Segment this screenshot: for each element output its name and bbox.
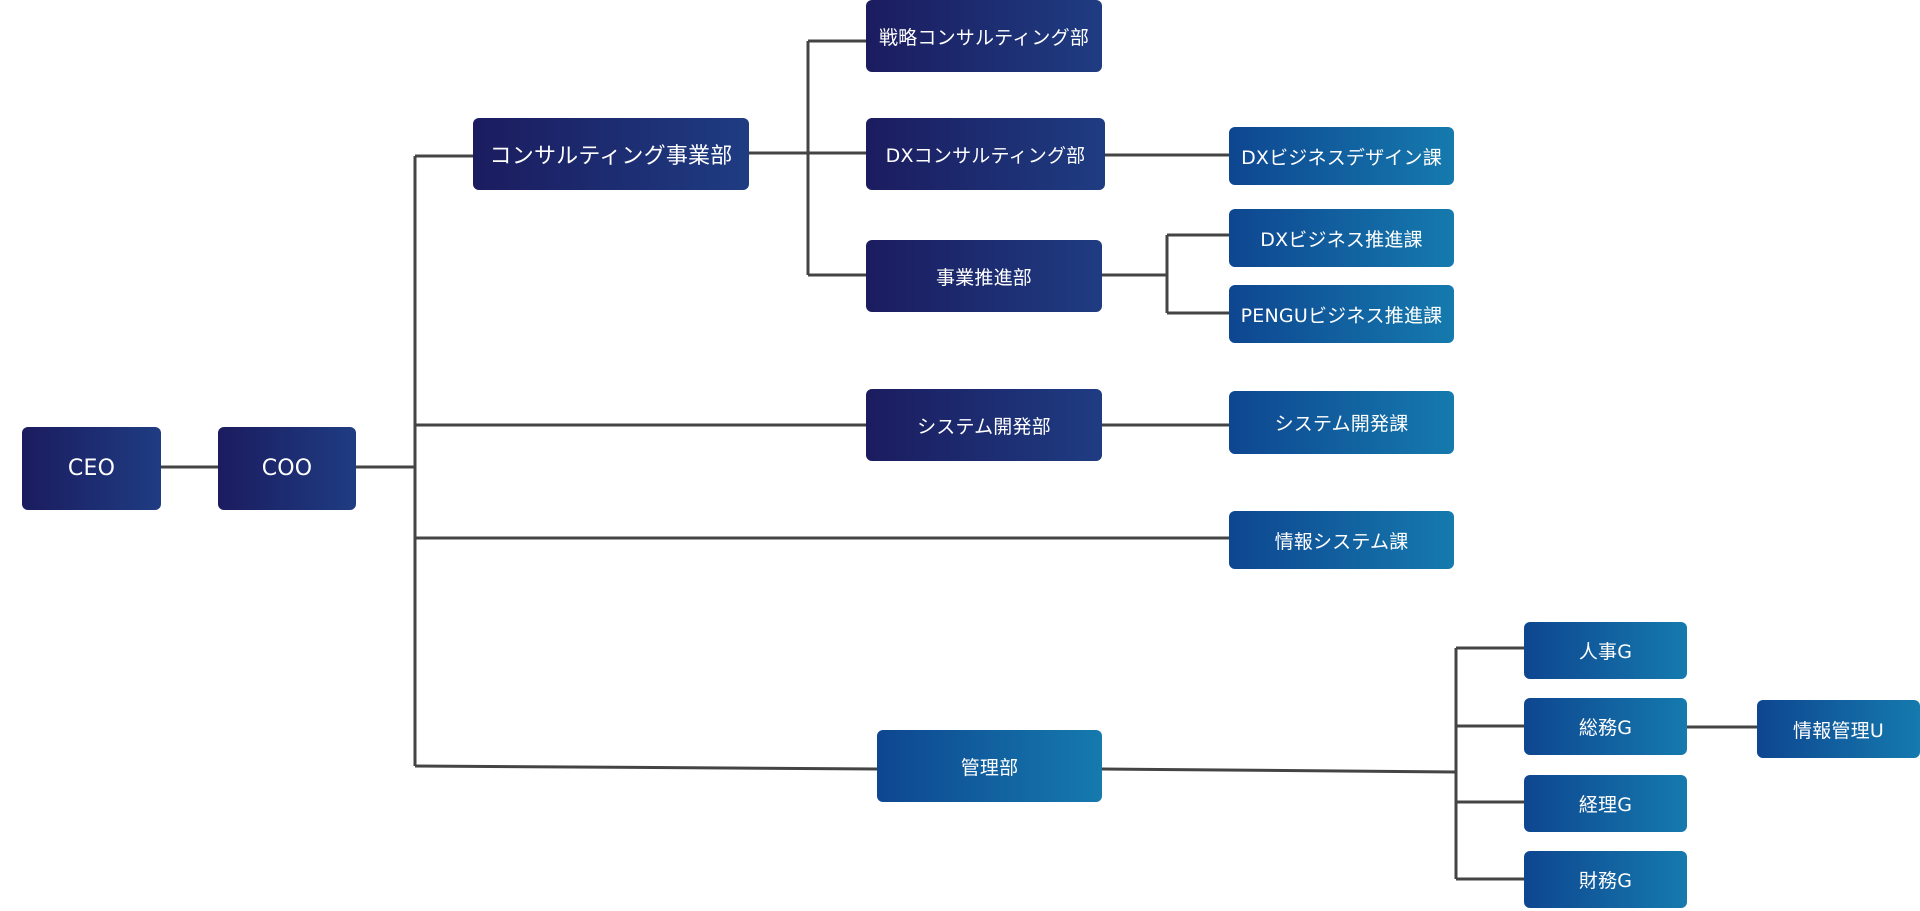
node-system-development-section-label: システム開発課 xyxy=(1274,413,1409,435)
node-information-system-section-label: 情報システム課 xyxy=(1274,530,1409,553)
connector-admin-branch xyxy=(1101,767,1457,774)
node-dx-consulting: DXコンサルティング部 xyxy=(866,118,1105,190)
node-hr-group: 人事G xyxy=(1524,622,1687,679)
node-dx-business-promotion-label: DXビジネス推進課 xyxy=(1260,228,1423,251)
node-finance-group: 財務G xyxy=(1524,851,1687,908)
node-dx-business-design-label: DXビジネスデザイン課 xyxy=(1241,146,1442,169)
node-hr-group-label: 人事G xyxy=(1578,641,1633,663)
node-consulting-division: コンサルティング事業部 xyxy=(473,118,749,190)
node-info-management-unit: 情報管理U xyxy=(1757,700,1920,758)
node-business-promotion-label: 事業推進部 xyxy=(935,266,1032,289)
node-coo-label: COO xyxy=(261,456,313,481)
node-system-development-label: システム開発部 xyxy=(917,415,1051,438)
node-business-promotion: 事業推進部 xyxy=(866,240,1102,312)
node-dx-business-promotion: DXビジネス推進課 xyxy=(1229,209,1454,267)
node-general-affairs-group: 総務G xyxy=(1524,698,1687,755)
node-consulting-division-label: コンサルティング事業部 xyxy=(489,144,733,169)
node-accounting-group: 経理G xyxy=(1524,775,1687,832)
node-finance-group-label: 財務G xyxy=(1578,870,1633,892)
node-administration-label: 管理部 xyxy=(960,756,1019,779)
node-dx-consulting-label: DXコンサルティング部 xyxy=(885,144,1086,167)
node-info-management-unit-label: 情報管理U xyxy=(1793,719,1884,742)
node-ceo: CEO xyxy=(22,427,161,510)
node-information-system-section: 情報システム課 xyxy=(1229,511,1454,569)
node-coo: COO xyxy=(218,427,356,510)
node-accounting-group-label: 経理G xyxy=(1578,794,1633,816)
node-general-affairs-group-label: 総務G xyxy=(1578,717,1633,739)
node-strategy-consulting-label: 戦略コンサルティング部 xyxy=(878,26,1090,49)
node-system-development-section: システム開発課 xyxy=(1229,391,1454,454)
node-system-development: システム開発部 xyxy=(866,389,1102,461)
node-administration: 管理部 xyxy=(877,730,1102,802)
node-pengu-business-promotion-label: PENGUビジネス推進課 xyxy=(1240,304,1443,327)
node-ceo-label: CEO xyxy=(67,456,116,481)
connector-trunk-admin xyxy=(414,764,878,771)
node-pengu-business-promotion: PENGUビジネス推進課 xyxy=(1229,285,1454,343)
node-strategy-consulting: 戦略コンサルティング部 xyxy=(866,0,1102,72)
node-dx-business-design: DXビジネスデザイン課 xyxy=(1229,127,1454,185)
